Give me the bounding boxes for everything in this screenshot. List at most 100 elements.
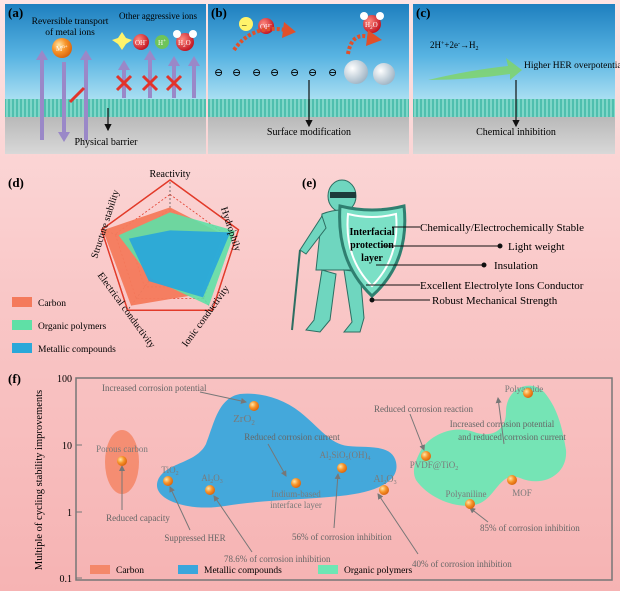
charge-6: ⊖ [308, 67, 317, 79]
blocked-crosses [115, 74, 183, 92]
other-ions-text: Other aggressive ions [119, 11, 197, 21]
point-pvdf [421, 451, 431, 461]
y-ticks [76, 377, 82, 579]
h-ion-icon [155, 35, 169, 49]
point-tio2 [163, 476, 173, 486]
point-zro2 [249, 401, 259, 411]
ann-reduced-reaction: Reduced corrosion reaction [374, 404, 473, 414]
shield-icon [338, 204, 407, 299]
charge-1: ⊖ [214, 67, 223, 79]
annotation-labels: Increased corrosion potential Reduced co… [102, 383, 580, 569]
label-zro2: ZrO2 [233, 413, 255, 427]
transport-arrows [36, 50, 200, 142]
ytick-10: 10 [62, 441, 72, 452]
her-reaction: 2H++2e-→H2 [430, 40, 478, 52]
legend-f-swatch-metallic [178, 565, 198, 574]
chemical-inhibition-caption: Chemical inhibition [476, 127, 556, 138]
point-polyamide [523, 388, 533, 398]
label-al2o3-b: Al2O3 [373, 474, 396, 486]
point-indium [291, 478, 301, 488]
organic-region [413, 385, 567, 506]
property-lines [366, 226, 503, 303]
ann-inc-red-2: and reduced corrosion current [458, 432, 566, 442]
label-indium-1: Indium-based [271, 489, 321, 499]
charge-7: ⊖ [328, 67, 337, 79]
legend-metallic: Metallic compounds [38, 345, 116, 355]
panel-d-label: (d) [8, 175, 24, 190]
panel-a: (a) Reversible transport of metal ions O… [5, 4, 206, 154]
plot-frame [75, 377, 613, 581]
panel-e: (e) Interfacial protection layer Chemica… [291, 175, 584, 333]
h-ion-text: H+ [158, 39, 166, 47]
radar-series-metallic [128, 230, 231, 298]
label-pvdf: PVDF@TiO2 [410, 460, 458, 472]
panel-f-label: (f) [8, 371, 21, 386]
property-3: Insulation [494, 260, 538, 272]
surface-modification-caption: Surface modification [267, 127, 351, 138]
panel-b-label: (b) [211, 5, 227, 20]
panel-a-label: (a) [8, 5, 23, 20]
metal-ion-text: Mn+ [56, 45, 68, 53]
shield-inner-outline [346, 212, 398, 288]
sphere-icon [344, 60, 368, 84]
label-polyaniline: Polyaniline [446, 489, 487, 499]
shield-text-3: layer [361, 253, 383, 264]
point-alsio [337, 463, 347, 473]
shield-text-2: protection [350, 240, 394, 251]
minus-charge-text: – [241, 20, 247, 30]
legend-f-carbon: Carbon [116, 566, 144, 576]
water-b-h-atom-1 [360, 12, 368, 20]
surface-charges: ⊖ ⊖ ⊖ ⊖ ⊖ ⊖ ⊖ [214, 67, 337, 79]
y-axis-label: Multiple of cycling stability improvemen… [34, 390, 45, 570]
panel-c-water [413, 4, 615, 99]
metal-ion-icon [52, 38, 72, 58]
point-polyaniline [465, 499, 475, 509]
point-porous-carbon [117, 456, 127, 466]
minus-charge-icon [239, 17, 253, 31]
legend-swatch-carbon [12, 297, 32, 307]
legend-f-metallic: Metallic compounds [204, 566, 282, 576]
spark-icon [112, 32, 132, 50]
label-porous-carbon: Porous carbon [96, 444, 148, 454]
label-al2o3-a: Al2O3 [201, 473, 223, 485]
panel-c: (c) 2H++2e-→H2 Higher HER overpotential … [413, 4, 620, 154]
water-molecule-icon [176, 33, 194, 51]
ann-inhibit-786: 78.6% of corrosion inhibition [224, 554, 331, 564]
radar-outer-ring [100, 179, 240, 311]
repel-arrow-2-head [366, 30, 382, 46]
water-b-h-atom-2 [376, 12, 384, 20]
ann-inhibit-85: 85% of corrosion inhibition [480, 523, 580, 533]
ytick-0.1: 0.1 [60, 574, 73, 585]
label-alsio: Al2SiO5(OH)4 [319, 450, 370, 462]
label-indium-2: interface layer [270, 500, 322, 510]
label-mof: MOF [512, 488, 532, 498]
panel-b: (b) – OH- H2O ⊖ ⊖ ⊖ ⊖ ⊖ ⊖ ⊖ Surface modi… [208, 4, 409, 154]
water-text: H2O [178, 39, 191, 49]
point-al2o3-b [379, 485, 389, 495]
charge-4: ⊖ [270, 67, 279, 79]
panel-f: (f) Multiple of cycling stability improv… [8, 371, 613, 585]
property-4: Excellent Electrolyte Ions Conductor [420, 280, 584, 292]
water-h-atom-2 [189, 30, 197, 38]
charge-3: ⊖ [252, 67, 261, 79]
legend-f-organic: Organic polymers [344, 566, 412, 576]
property-1: Chemically/Electrochemically Stable [420, 222, 584, 234]
reversible-text-1: Reversible transport [32, 17, 109, 27]
legend-organic: Organic polymers [38, 322, 106, 332]
ann-inc-red-1: Increased corrosion potential [450, 419, 555, 429]
charge-5: ⊖ [290, 67, 299, 79]
oh-ion-icon [133, 34, 149, 50]
point-al2o3-a [205, 485, 215, 495]
higher-her-text: Higher HER overpotential [524, 61, 620, 71]
shield-text-1: Interfacial [350, 227, 395, 238]
label-polyamide: Polyamide [505, 384, 544, 394]
oh-ion-text: OH- [135, 39, 147, 47]
panel-a-metal [5, 117, 206, 154]
legend-f-swatch-organic [318, 565, 338, 574]
physical-barrier-caption: Physical barrier [74, 137, 138, 148]
check-mark [68, 86, 86, 104]
inhibition-arrow [428, 58, 522, 80]
oh-ion-b-text: OH- [260, 23, 272, 31]
